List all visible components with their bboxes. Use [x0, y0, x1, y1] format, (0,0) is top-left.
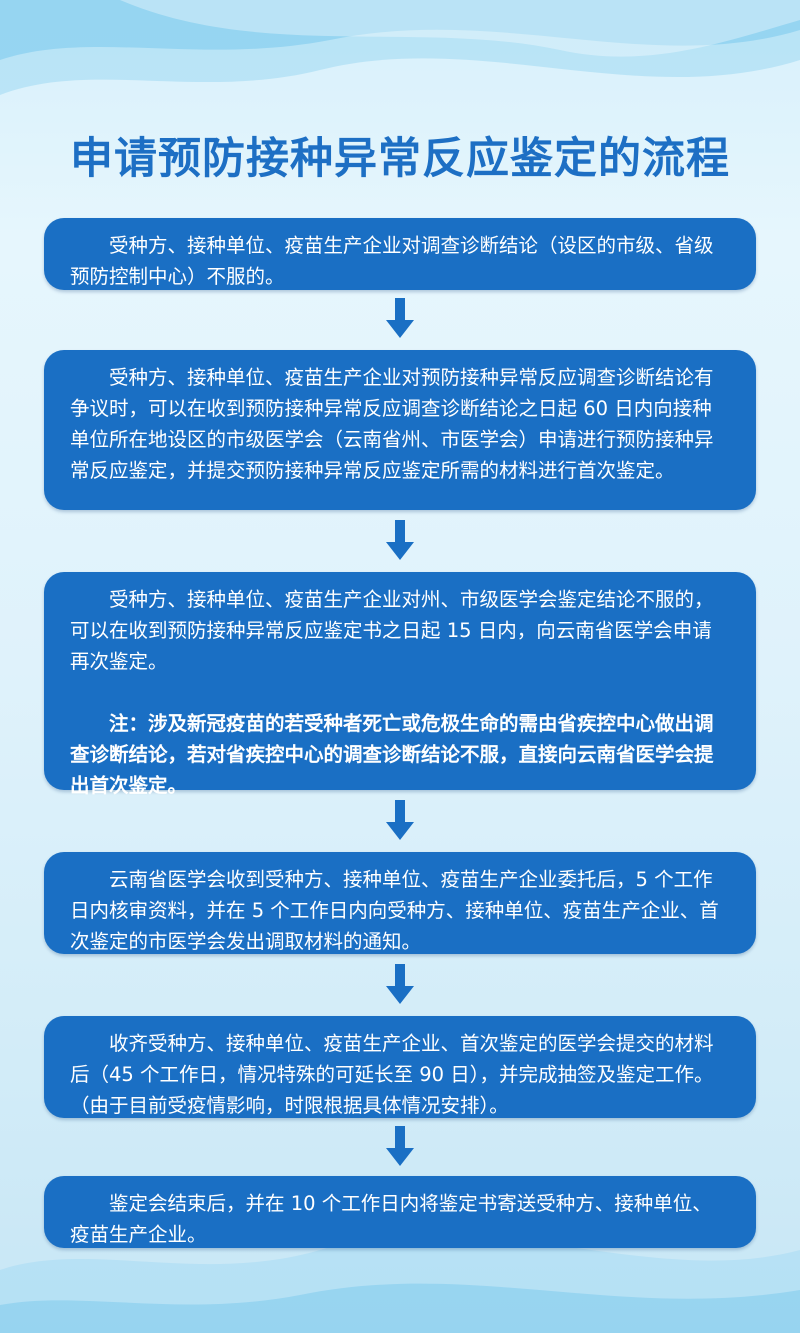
flow-step-4: 云南省医学会收到受种方、接种单位、疫苗生产企业委托后，5 个工作日内核审资料，并…	[44, 852, 756, 954]
flow-step-text: 受种方、接种单位、疫苗生产企业对预防接种异常反应调查诊断结论有争议时，可以在收到…	[70, 366, 714, 482]
arrow-down-icon	[386, 800, 414, 840]
arrow-down-icon	[386, 1126, 414, 1166]
page-title: 申请预防接种异常反应鉴定的流程	[70, 134, 730, 184]
flow-step-5: 收齐受种方、接种单位、疫苗生产企业、首次鉴定的医学会提交的材料后（45 个工作日…	[44, 1016, 756, 1118]
arrow-down-icon	[386, 298, 414, 338]
flow-step-text: 收齐受种方、接种单位、疫苗生产企业、首次鉴定的医学会提交的材料后（45 个工作日…	[70, 1032, 714, 1117]
flow-step-1: 受种方、接种单位、疫苗生产企业对调查诊断结论（设区的市级、省级预防控制中心）不服…	[44, 218, 756, 290]
arrow-down-icon	[386, 520, 414, 560]
flow-step-text: 受种方、接种单位、疫苗生产企业对调查诊断结论（设区的市级、省级预防控制中心）不服…	[70, 234, 714, 288]
flow-step-text: 鉴定会结束后，并在 10 个工作日内将鉴定书寄送受种方、接种单位、疫苗生产企业。	[70, 1192, 712, 1246]
arrow-down-icon	[386, 964, 414, 1004]
flow-step-2: 受种方、接种单位、疫苗生产企业对预防接种异常反应调查诊断结论有争议时，可以在收到…	[44, 350, 756, 510]
flow-step-6: 鉴定会结束后，并在 10 个工作日内将鉴定书寄送受种方、接种单位、疫苗生产企业。	[44, 1176, 756, 1248]
flow-step-text: 受种方、接种单位、疫苗生产企业对州、市级医学会鉴定结论不服的，可以在收到预防接种…	[70, 588, 714, 673]
flow-step-text: 云南省医学会收到受种方、接种单位、疫苗生产企业委托后，5 个工作日内核审资料，并…	[70, 868, 719, 953]
flow-step-3: 受种方、接种单位、疫苗生产企业对州、市级医学会鉴定结论不服的，可以在收到预防接种…	[44, 572, 756, 797]
flow-step-note: 注：涉及新冠疫苗的若受种者死亡或危极生命的需由省疾控中心做出调查诊断结论，若对省…	[70, 712, 714, 797]
